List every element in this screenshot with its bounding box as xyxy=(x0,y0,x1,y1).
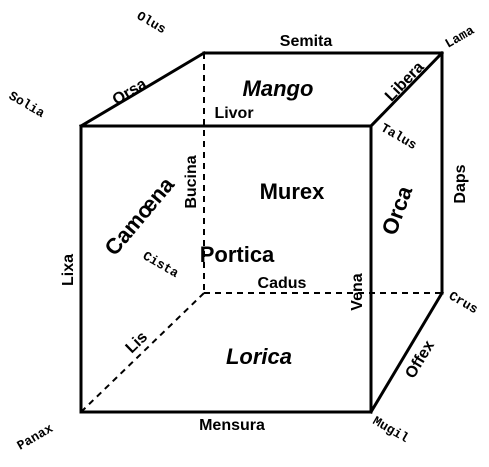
edge-label-bottom-left: Lis xyxy=(123,329,152,357)
vertex-label-bottom-back-right: Crus xyxy=(446,288,481,317)
edge-label-top-back: Semita xyxy=(280,33,333,50)
edge-bottom-left xyxy=(80,292,205,413)
edge-top-left xyxy=(78,50,207,129)
vertex-label-top-back-right: Lama xyxy=(443,23,478,52)
vertex-label-top-front-left: Solia xyxy=(6,88,47,121)
vertex-label-bottom-front-left: Panax xyxy=(15,421,56,454)
face-label-back: Murex xyxy=(260,179,326,204)
edge-label-back-left-vertical: Bucina xyxy=(183,155,200,208)
face-label-bottom: Lorica xyxy=(226,344,292,369)
edge-label-top-left: Orsa xyxy=(110,75,150,108)
vertex-label-bottom-back-left: Cista xyxy=(140,248,181,281)
face-label-top: Mango xyxy=(243,76,314,101)
edge-label-front-left-vertical: Lixa xyxy=(60,254,77,286)
vertex-label-bottom-front-right: Mugil xyxy=(370,413,411,446)
edge-label-front-right-vertical: Vena xyxy=(349,273,366,310)
vertex-label-top-back-left: Olus xyxy=(134,8,169,37)
edge-label-back-right-vertical: Daps xyxy=(452,164,469,203)
edge-bottom-right xyxy=(368,290,445,415)
edge-label-top-front: Livor xyxy=(214,105,253,122)
edge-label-bottom-back: Cadus xyxy=(258,275,307,292)
face-label-front: Portica xyxy=(200,242,275,267)
edge-top-right xyxy=(368,50,445,129)
front-face-outline xyxy=(79,124,373,414)
edge-label-bottom-right: Offex xyxy=(402,338,438,382)
face-label-left: Camœna xyxy=(99,172,179,261)
edge-label-top-right: Libera xyxy=(382,59,428,105)
vertex-label-top-front-right: Talus xyxy=(378,120,419,153)
edge-label-bottom-front: Mensura xyxy=(199,417,265,434)
face-label-right: Orca xyxy=(377,182,418,238)
